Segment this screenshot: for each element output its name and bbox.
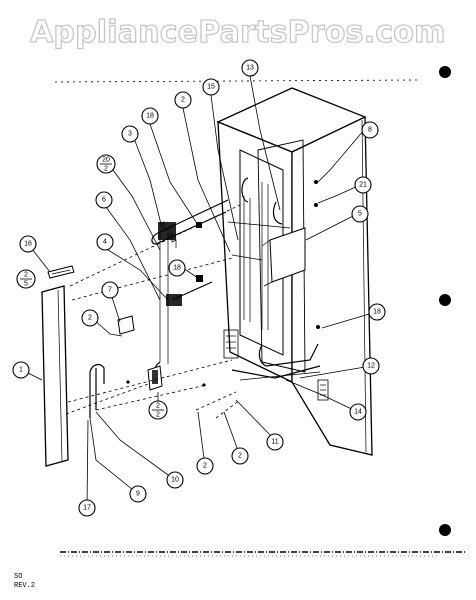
back-tubing <box>227 177 321 381</box>
svg-text:15: 15 <box>207 84 215 91</box>
callout: 8 <box>361 121 379 139</box>
svg-text:2: 2 <box>181 97 185 104</box>
svg-text:3: 3 <box>128 131 132 138</box>
svg-text:2: 2 <box>104 166 108 173</box>
svg-text:12: 12 <box>367 363 375 370</box>
callout: 5 <box>351 205 369 223</box>
svg-text:7: 7 <box>108 287 112 294</box>
explosion-lines <box>65 204 241 419</box>
svg-text:2: 2 <box>88 315 92 322</box>
revision-line-1: SO <box>14 573 22 581</box>
binder-hole-top <box>439 66 451 78</box>
callout: 2 <box>174 91 192 109</box>
binder-hole-bottom <box>439 524 451 536</box>
svg-text:2: 2 <box>203 463 207 470</box>
svg-text:2: 2 <box>156 412 160 419</box>
condenser-coil <box>151 199 229 381</box>
svg-text:2: 2 <box>156 403 160 410</box>
svg-text:16: 16 <box>24 241 32 248</box>
binder-hole-middle <box>439 294 451 306</box>
callout-fraction: 2 5 <box>16 269 36 289</box>
callout: 7 <box>101 281 119 299</box>
callout: 16 <box>19 235 37 253</box>
callout: 3 <box>121 125 139 143</box>
callout: 18 <box>168 259 186 277</box>
svg-text:13: 13 <box>246 65 254 72</box>
callout: 2 <box>231 447 249 465</box>
svg-text:6: 6 <box>102 197 106 204</box>
callout: 15 <box>202 78 220 96</box>
svg-text:17: 17 <box>83 505 91 512</box>
callout: 13 <box>241 59 259 77</box>
callout: 2 <box>196 457 214 475</box>
svg-text:1: 1 <box>19 367 23 374</box>
callout: 18 <box>141 107 159 125</box>
bracket-part-7 <box>117 315 135 335</box>
callout: 4 <box>96 233 114 251</box>
svg-text:11: 11 <box>271 439 278 446</box>
callout: 17 <box>78 499 96 517</box>
svg-text:2: 2 <box>238 453 242 460</box>
svg-text:20: 20 <box>102 157 110 164</box>
rear-access-panel <box>41 265 75 467</box>
callout: 14 <box>349 403 367 421</box>
svg-text:2: 2 <box>24 272 28 279</box>
callout: 18 <box>368 303 386 321</box>
svg-text:5: 5 <box>24 281 28 288</box>
clip-parts <box>89 363 206 418</box>
svg-text:18: 18 <box>146 113 154 120</box>
callout: 12 <box>362 357 380 375</box>
svg-text:21: 21 <box>359 182 367 189</box>
callout: 9 <box>129 485 147 503</box>
callout: 1 <box>12 361 30 379</box>
svg-text:8: 8 <box>368 127 372 134</box>
callout: 2 <box>81 309 99 327</box>
scan-border <box>54 79 465 557</box>
svg-text:18: 18 <box>373 309 381 316</box>
callout: 10 <box>166 471 184 489</box>
refrigerator-cabinet <box>216 87 373 456</box>
svg-text:5: 5 <box>358 211 362 218</box>
callout-fraction: 20 2 <box>96 154 116 174</box>
watermark-text: AppliancePartsPros.com <box>30 15 446 50</box>
callout: 21 <box>354 176 372 194</box>
callout: 6 <box>95 191 113 209</box>
svg-text:14: 14 <box>354 409 362 416</box>
revision-line-2: REV.2 <box>14 582 35 590</box>
callout-fraction: 2 2 <box>148 400 168 420</box>
svg-text:10: 10 <box>171 477 179 484</box>
svg-text:9: 9 <box>136 491 140 498</box>
callout: 11 <box>266 433 284 451</box>
svg-text:4: 4 <box>103 239 107 246</box>
svg-text:18: 18 <box>173 265 181 272</box>
